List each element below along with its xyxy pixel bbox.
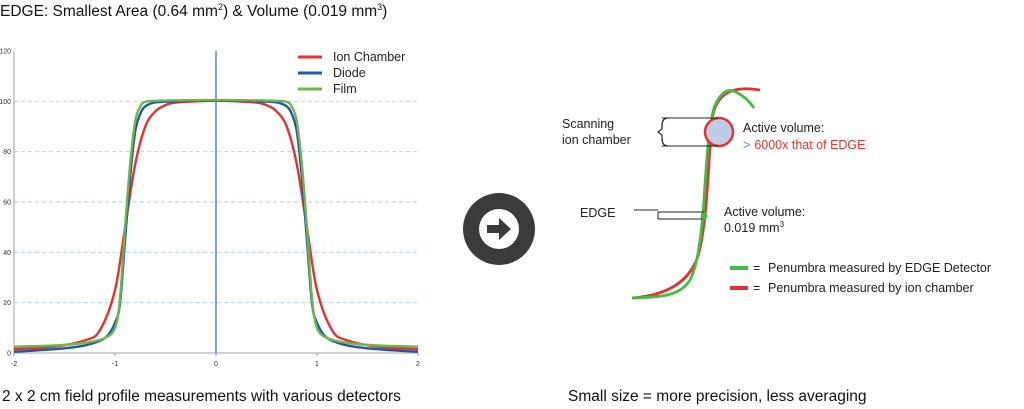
arrow-glyph: [479, 209, 519, 249]
profile-chart: 0 20 40 60 80 100 120 -2 -1 0 1 2 Ion ChamberDiodeF…: [0, 49, 420, 369]
active-volume-value-1: >6000x that of EDGE: [743, 138, 866, 152]
x-tick-label: 2: [416, 361, 420, 368]
series-line-film: [13, 98, 419, 348]
ion-chamber-penumbra-curve: [631, 87, 761, 300]
y-tick-label: 60: [3, 200, 11, 207]
axes: 0 20 40 60 80 100 120 -2 -1 0 1 2: [0, 49, 420, 369]
active-volume-value-2: 0.019 mm3: [724, 220, 785, 235]
series-lines: [13, 98, 419, 353]
x-tick-label: -2: [11, 361, 17, 368]
y-tick-label: 80: [3, 149, 11, 156]
ion-chamber-volume-icon: [703, 116, 735, 148]
y-tick-label: 20: [3, 300, 11, 307]
legend-label: Film: [333, 82, 357, 96]
y-tick-label: 100: [0, 99, 11, 106]
edge-label: EDGE: [580, 206, 615, 220]
x-tick-label: -1: [112, 361, 118, 368]
left-caption: 2 x 2 cm field profile measurements with…: [2, 388, 401, 405]
right-caption: Small size = more precision, less averag…: [568, 388, 867, 405]
legend-label: Diode: [333, 66, 366, 80]
legend-symbol-edge: =: [753, 261, 760, 275]
scanning-label-line1: Scanning: [562, 117, 614, 131]
grid-lines: [14, 100, 418, 304]
y-tick-label: 120: [0, 49, 11, 56]
edge-detector-dot: [700, 212, 708, 220]
scanning-bracket: [657, 117, 669, 147]
y-tick-label: 0: [7, 351, 11, 358]
scanning-label-line2: ion chamber: [562, 133, 631, 147]
legend-symbol-ion: =: [753, 281, 760, 295]
x-tick-label: 0: [214, 361, 218, 368]
active-volume-label-2: Active volume:: [724, 205, 805, 219]
legend-text-edge: Penumbra measured by EDGE Detector: [768, 261, 991, 275]
penumbra-diagram: Scanning ion chamber Active volume: >600…: [562, 87, 991, 300]
active-volume-label-1: Active volume:: [743, 121, 824, 135]
x-tick-label: 1: [315, 361, 319, 368]
legend-text-ion: Penumbra measured by ion chamber: [768, 281, 974, 295]
y-tick-label: 40: [3, 250, 11, 257]
right-arrow-circle-icon: [463, 193, 535, 265]
legend-label: Ion Chamber: [333, 50, 405, 64]
edge-penumbra-curve: [631, 89, 756, 300]
page-title: EDGE: Smallest Area (0.64 mm2) & Volume …: [0, 2, 388, 21]
